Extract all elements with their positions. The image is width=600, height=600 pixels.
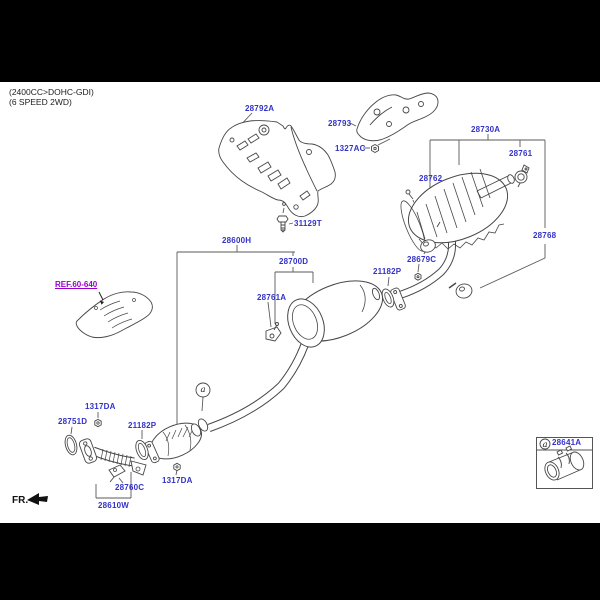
front-pipe-drawing — [64, 418, 149, 483]
inset-box — [536, 437, 593, 489]
part-label-center-muffler[interactable]: 28700D — [279, 257, 309, 266]
part-label-hanger-grommet[interactable]: 28679C — [407, 255, 437, 264]
detail-marker-letter: a — [200, 385, 206, 395]
center-muffler-drawing — [287, 280, 384, 348]
rear-gasket-and-flange — [381, 287, 406, 311]
catalytic-converter-drawing — [144, 418, 209, 472]
part-label-rear-muffler[interactable]: 28762 — [419, 174, 443, 183]
part-label-rear-muffler-assembly[interactable]: 28730A — [471, 125, 501, 134]
part-label-heat-protector-bracket[interactable]: 28793 — [328, 119, 352, 128]
ref-arrow — [98, 291, 104, 301]
part-label-tailpipe-clamp[interactable]: 28761 — [509, 149, 533, 158]
rear-muffler-drawing — [400, 168, 515, 252]
bottom-black-band — [0, 523, 600, 600]
callout-leader-lines — [70, 112, 546, 499]
part-label-rear-gasket[interactable]: 21182P — [373, 267, 402, 276]
center-hanger-bracket-part — [265, 322, 282, 342]
engine-spec-line2: (6 SPEED 2WD) — [9, 97, 72, 107]
fr-direction-label: FR. — [12, 495, 29, 506]
part-label-bracket-nut[interactable]: 1327AC — [335, 144, 366, 153]
inset-part-label[interactable]: 28641A — [552, 438, 582, 447]
part-label-front-hanger-bracket[interactable]: 28760C — [115, 483, 145, 492]
exhaust-pipes — [91, 240, 456, 467]
detail-marker-circle — [195, 382, 211, 398]
rear-hanger-part — [448, 282, 473, 299]
part-label-front-flange-nut[interactable]: 1317DA — [85, 402, 116, 411]
part-label-center-hanger-bracket[interactable]: 28761A — [257, 293, 287, 302]
inset-marker-letter: a — [542, 440, 548, 450]
part-label-center-exhaust-assembly[interactable]: 28600H — [222, 236, 252, 245]
hanger-grommet-part — [414, 239, 436, 281]
bolt-icon — [276, 215, 289, 233]
part-label-rear-hanger-support[interactable]: 28768 — [533, 231, 557, 240]
engine-spec-line1: (2400CC>DOHC-GDI) — [9, 87, 94, 97]
engine-spec-header: (2400CC>DOHC-GDI) (6 SPEED 2WD) — [9, 87, 94, 107]
part-label-heat-protector[interactable]: 28792A — [245, 104, 275, 113]
heat-protector-bracket-part — [356, 92, 439, 142]
nut-icon-1327ac — [371, 143, 379, 154]
part-label-front-exhaust-pipe[interactable]: 28610W — [98, 501, 129, 510]
heat-protector-panel — [218, 120, 336, 218]
part-label-catalyst-stud-nut[interactable]: 1317DA — [162, 476, 193, 485]
part-label-heat-protector-bolt[interactable]: 31129T — [294, 219, 322, 228]
ref-60-640-link[interactable]: REF.60-640 — [55, 280, 98, 289]
tailpipe-clamp-part — [514, 164, 530, 188]
part-label-front-pipe-gasket-ring[interactable]: 28751D — [58, 417, 88, 426]
top-black-band — [0, 0, 600, 82]
ref-heat-shield-drawing — [75, 291, 153, 339]
part-label-center-gasket[interactable]: 21182P — [128, 421, 157, 430]
fr-direction-arrow-icon — [27, 493, 48, 505]
